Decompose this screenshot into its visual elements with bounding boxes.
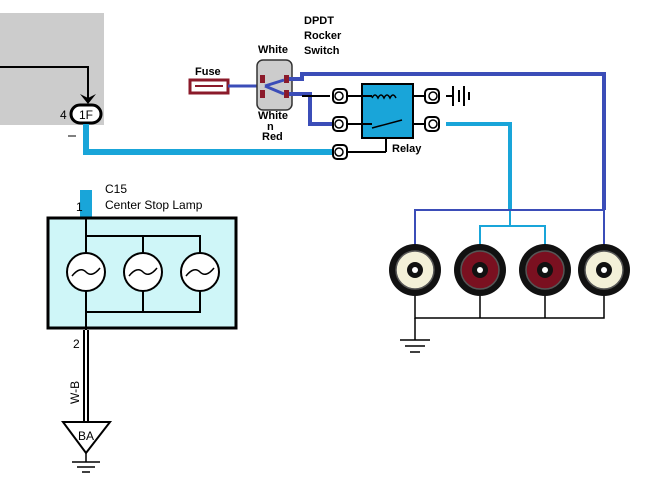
relay-terminal-left xyxy=(332,88,354,160)
relay-label: Relay xyxy=(392,143,422,155)
lamp-pin-block xyxy=(80,190,92,218)
connector-name: 1F xyxy=(79,108,93,122)
relay xyxy=(361,83,414,139)
lamp-code: C15 xyxy=(105,182,127,196)
purple-wire-coil xyxy=(289,92,333,126)
lamp-pin-top: 1 xyxy=(76,200,83,214)
blue-wire-feed xyxy=(83,124,333,155)
ground-point-ba xyxy=(61,421,113,455)
switch-wire-bottom-b: n xyxy=(267,121,274,133)
dpdt-rocker-switch xyxy=(256,59,293,111)
ground-icon xyxy=(400,339,430,353)
lamp-name: Center Stop Lamp xyxy=(105,198,203,212)
switch-wire-bottom-c: Red xyxy=(262,131,283,143)
relay-terminal-right xyxy=(418,88,440,132)
ground-icon xyxy=(72,453,100,473)
switch-title-3: Switch xyxy=(304,45,340,57)
switch-title-2: Rocker xyxy=(304,30,342,42)
connector-pin: 4 xyxy=(60,108,67,122)
switch-title-1: DPDT xyxy=(304,15,334,27)
ground-label: BA xyxy=(78,429,94,443)
arrow-down-icon xyxy=(80,94,96,104)
switch-wire-bottom-a: White xyxy=(258,110,288,122)
lamp-pin-bottom: 2 xyxy=(73,337,80,351)
relay-coil-icon xyxy=(371,94,397,100)
led-light-icon xyxy=(389,244,630,296)
battery-icon xyxy=(446,86,470,106)
relay-contact-icon xyxy=(371,119,403,129)
fuse-label: Fuse xyxy=(195,66,221,78)
wire-color-label: W-B xyxy=(68,381,82,404)
blue-wire-lights xyxy=(446,122,512,210)
switch-wire-top: White xyxy=(258,44,288,56)
purple-wire-main xyxy=(289,72,606,210)
connector-1f xyxy=(69,103,103,125)
